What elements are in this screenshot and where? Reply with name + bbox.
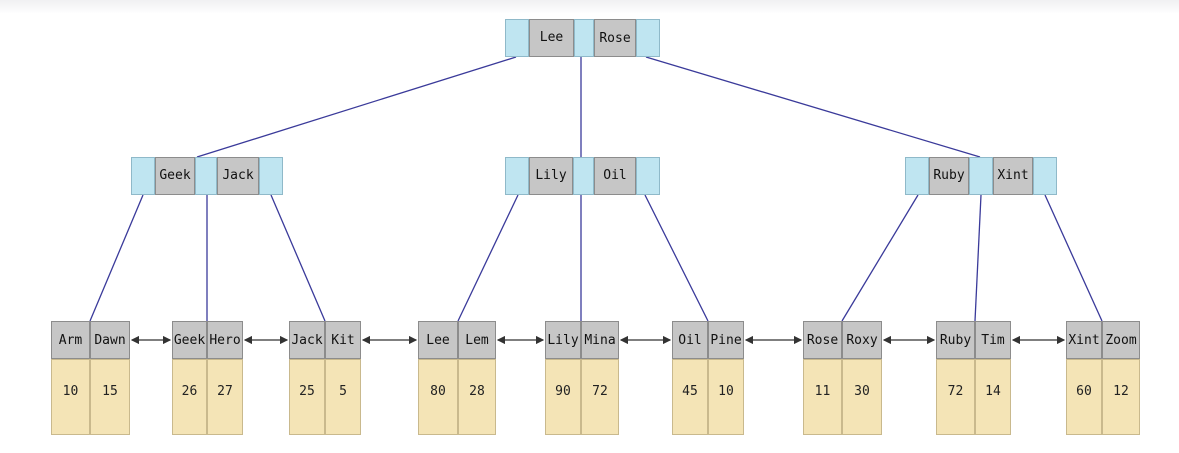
internal-2-pointer-2	[573, 157, 594, 195]
leaf-5-key-2: Mina	[581, 321, 619, 359]
leaf-7-value-1: 11	[803, 359, 842, 435]
leaf-9-key-1: Xint	[1066, 321, 1102, 359]
root-key-1: Lee	[529, 19, 574, 57]
internal-2-pointer-3	[636, 157, 660, 195]
edge-internal-1-to-leaf-1	[89, 194, 144, 322]
leaf-9-value-2: 12	[1102, 359, 1140, 435]
internal-3-pointer-2	[969, 157, 993, 195]
leaf-3-key-2: Kit	[325, 321, 361, 359]
leaf-3-key-1: Jack	[289, 321, 325, 359]
leaf-4-key-1: Lee	[418, 321, 458, 359]
top-bar	[0, 0, 1179, 14]
leaf-9-key-2: Zoom	[1102, 321, 1140, 359]
leaf-2-key-2: Hero	[207, 321, 243, 359]
internal-1-pointer-3	[259, 157, 283, 195]
leaf-6-value-2: 10	[708, 359, 744, 435]
leaf-2-value-1: 26	[172, 359, 207, 435]
root-key-2: Rose	[594, 19, 636, 57]
leaf-9-value-1: 60	[1066, 359, 1102, 435]
leaf-7-value-2: 30	[842, 359, 882, 435]
internal-3-key-2: Xint	[993, 157, 1033, 195]
internal-3-key-1: Ruby	[929, 157, 969, 195]
leaf-6-key-2: Pine	[708, 321, 744, 359]
leaf-7-key-2: Roxy	[842, 321, 882, 359]
leaf-1-value-2: 15	[90, 359, 130, 435]
leaf-1-value-1: 10	[51, 359, 90, 435]
internal-1-pointer-2	[195, 157, 217, 195]
internal-3-pointer-3	[1033, 157, 1057, 195]
root-pointer-3	[636, 19, 660, 57]
edge-internal-3-to-leaf-8	[974, 194, 982, 322]
leaf-8-key-2: Tim	[975, 321, 1011, 359]
leaf-4-value-2: 28	[458, 359, 496, 435]
leaf-5-value-1: 90	[545, 359, 581, 435]
leaf-1-key-1: Arm	[51, 321, 90, 359]
leaf-3-value-1: 25	[289, 359, 325, 435]
internal-1-pointer-1	[131, 157, 155, 195]
edge-internal-3-to-leaf-7	[841, 194, 919, 322]
internal-1-key-1: Geek	[155, 157, 195, 195]
leaf-8-key-1: Ruby	[936, 321, 975, 359]
root-pointer-2	[574, 19, 594, 57]
leaf-4-value-1: 80	[418, 359, 458, 435]
edge-internal-2-to-leaf-4	[457, 194, 519, 322]
leaf-2-key-1: Geek	[172, 321, 207, 359]
leaf-5-key-1: Lily	[545, 321, 581, 359]
internal-1-key-2: Jack	[217, 157, 259, 195]
leaf-6-key-1: Oil	[672, 321, 708, 359]
edge-root-to-internal-3	[645, 56, 981, 158]
leaf-6-value-1: 45	[672, 359, 708, 435]
internal-2-key-1: Lily	[529, 157, 573, 195]
leaf-1-key-2: Dawn	[90, 321, 130, 359]
leaf-8-value-2: 14	[975, 359, 1011, 435]
leaf-7-key-1: Rose	[803, 321, 842, 359]
internal-2-pointer-1	[505, 157, 529, 195]
edge-root-to-internal-1	[196, 56, 517, 158]
leaf-3-value-2: 5	[325, 359, 361, 435]
edge-internal-2-to-leaf-6	[644, 194, 709, 322]
internal-3-pointer-1	[905, 157, 929, 195]
leaf-4-key-2: Lem	[458, 321, 496, 359]
leaf-5-value-2: 72	[581, 359, 619, 435]
internal-2-key-2: Oil	[594, 157, 636, 195]
edge-internal-1-to-leaf-3	[270, 194, 326, 322]
leaf-8-value-1: 72	[936, 359, 975, 435]
leaf-2-value-2: 27	[207, 359, 243, 435]
root-pointer-1	[505, 19, 529, 57]
edge-internal-3-to-leaf-9	[1044, 194, 1103, 322]
